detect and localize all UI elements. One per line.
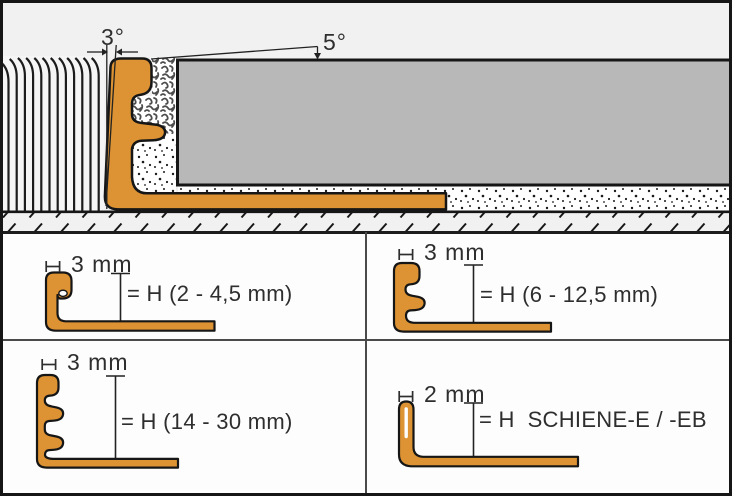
wall-angle-annotation (87, 44, 138, 209)
variant-1-profile-drawing (44, 271, 216, 332)
variant-2-height-label: = H (6 - 12,5 mm) (480, 282, 659, 307)
variant-2-width-dimension: 3 mm (398, 239, 486, 266)
wall-area (3, 56, 104, 212)
width-dimension-icon (398, 391, 414, 402)
variant-3-width-dimension: 3 mm (41, 349, 129, 376)
wall-hatch (0, 57, 100, 212)
variant-3-width-label: 3 mm (67, 349, 129, 375)
variant-3-profile (35, 373, 180, 469)
variant-3-height-label: = H (14 - 30 mm) (121, 409, 293, 434)
variant-3-profile-drawing (35, 373, 180, 469)
tile (176, 58, 732, 187)
column-divider (365, 232, 367, 496)
variant-2-width-label: 3 mm (424, 239, 486, 265)
variant-4-profile-drawing (397, 400, 580, 468)
tile-slope-angle-label: 5° (323, 29, 347, 55)
variant-4-width-dimension: 2 mm (398, 381, 486, 408)
installation-cross-section (0, 0, 732, 233)
variant-2-profile (392, 261, 553, 333)
width-dimension-icon (41, 359, 57, 370)
mortar-cavity-textured (131, 96, 153, 123)
profile-cross-section (103, 57, 448, 211)
variant-1-width-label: 3 mm (71, 251, 133, 277)
variant-1-height-label: = H (2 - 4,5 mm) (127, 281, 293, 306)
variant-4-profile (397, 400, 580, 468)
tile-slope-annotation (150, 45, 321, 60)
variant-1-profile (44, 271, 216, 332)
variant-4-height-label: = H SCHIENE-E / -EB (479, 407, 707, 432)
variant-1-width-dimension: 3 mm (45, 251, 133, 278)
substrate-hatch (3, 213, 729, 232)
variant-2-profile-drawing (392, 261, 553, 333)
mortar-joint-textured (152, 57, 178, 134)
width-dimension-icon (398, 249, 414, 260)
width-dimension-icon (45, 261, 61, 272)
variant-4-width-label: 2 mm (424, 381, 486, 407)
wall-angle-label: 3° (101, 24, 125, 50)
